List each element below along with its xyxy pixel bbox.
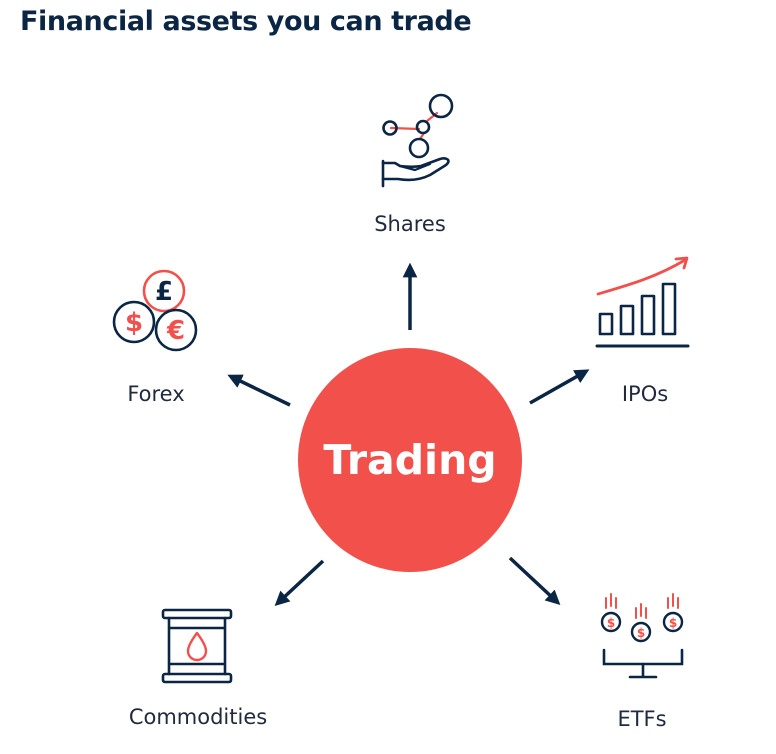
euro-symbol: €	[166, 316, 185, 346]
hand-network-icon	[381, 93, 454, 188]
asset-label-etfs: ETFs	[617, 707, 667, 731]
asset-label-commodities: Commodities	[128, 705, 268, 729]
dollar-symbol: $	[125, 308, 143, 338]
trading-circle	[298, 348, 522, 572]
asset-label-ipos: IPOs	[621, 382, 669, 406]
coins-monitor-icon	[600, 593, 684, 679]
arrow-to-ipos	[529, 369, 590, 405]
growth-bar-chart-icon	[595, 256, 690, 348]
asset-label-forex: Forex	[127, 382, 185, 406]
arrow-to-forex	[227, 374, 291, 407]
currency-coins-icon	[112, 269, 198, 352]
etf-coin-symbol: $	[637, 626, 645, 640]
arrow-to-commodities	[274, 559, 325, 607]
page-title: Financial assets you can trade	[20, 6, 472, 37]
oil-barrel-icon	[161, 608, 233, 684]
etf-coin-symbol: $	[669, 616, 677, 630]
asset-label-shares: Shares	[374, 212, 446, 236]
trading-label: Trading	[323, 436, 497, 484]
etf-coin-symbol: $	[607, 616, 615, 630]
arrow-to-etfs	[508, 556, 561, 606]
pound-symbol: £	[155, 277, 173, 307]
